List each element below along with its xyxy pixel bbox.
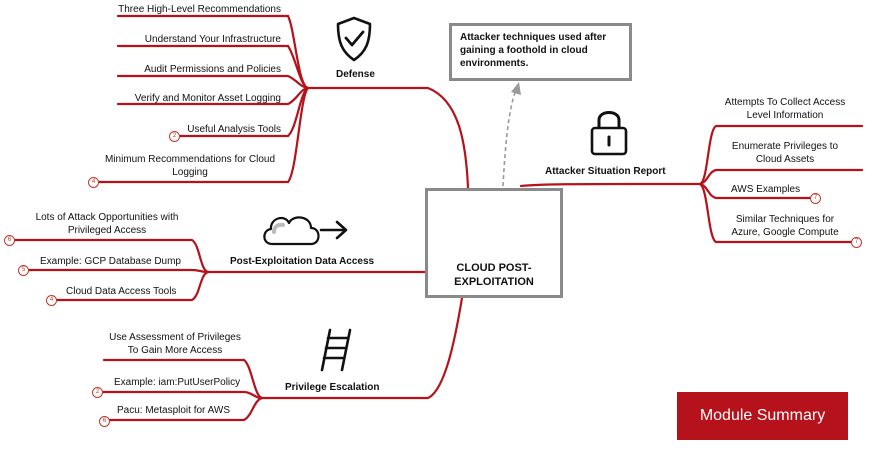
situation-item-2-line2: Cloud Assets (755, 154, 815, 165)
defense-item-5-badge: 2 (169, 131, 180, 142)
esc-item-3: Pacu: Metasploit for AWS (117, 405, 231, 416)
connector-situation-2 (698, 168, 864, 186)
data-item-3: Cloud Data Access Tools (66, 286, 177, 297)
situation-item-2-line1: Enumerate Privileges to (731, 141, 839, 152)
connector-data-2 (22, 268, 210, 274)
situation-item-4-line1: Similar Techniques for (735, 214, 835, 225)
defense-item-1: Three High-Level Recommendations (118, 4, 281, 15)
callout-arrow (502, 89, 517, 187)
branch-defense-title: Defense (336, 69, 375, 80)
esc-item-3-badge: 6 (99, 416, 110, 427)
defense-item-5: Useful Analysis Tools (187, 124, 281, 135)
data-item-2: Example: GCP Database Dump (40, 256, 181, 267)
connector-situation-1 (698, 124, 864, 186)
data-item-1: Lots of Attack Opportunities with Privil… (18, 211, 196, 237)
defense-item-6-badge: 4 (88, 177, 99, 188)
connector-situation-4 (698, 182, 854, 244)
cloud-arrow-icon (263, 216, 348, 246)
situation-item-4-line2: Azure, Google Compute (731, 227, 839, 238)
situation-item-1-line2: Level Information (746, 110, 824, 121)
defense-item-3: Audit Permissions and Policies (144, 64, 281, 75)
connector-defense-1 (116, 14, 310, 90)
branch-situation-title: Attacker Situation Report (545, 166, 666, 177)
callout-arrow-head (511, 82, 521, 95)
situation-item-3: AWS Examples (731, 184, 801, 195)
data-item-1-line2: Privileged Access (67, 225, 147, 236)
situation-item-2: Enumerate Privileges to Cloud Assets (708, 140, 862, 166)
data-item-3-badge: 4 (46, 295, 57, 306)
connector-defense-3 (116, 74, 310, 90)
defense-item-4: Verify and Monitor Asset Logging (134, 93, 281, 104)
ladder-icon (320, 328, 352, 372)
connector-defense-6 (96, 86, 310, 184)
connector-esc-1 (102, 358, 264, 400)
connector-data-3 (50, 270, 210, 302)
defense-item-6-line2: Logging (172, 167, 208, 178)
esc-item-1: Use Assessment of Privileges To Gain Mor… (100, 331, 250, 357)
center-title: CLOUD POST-EXPLOITATION (454, 262, 534, 288)
defense-item-2: Understand Your Infrastructure (144, 34, 281, 45)
data-item-1-line1: Lots of Attack Opportunities with (35, 212, 179, 223)
situation-item-4: Similar Techniques for Azure, Google Com… (708, 213, 862, 239)
padlock-icon (590, 111, 628, 156)
branch-defense-trunk (306, 86, 470, 190)
connector-esc-3 (104, 396, 264, 422)
connector-esc-2 (96, 390, 264, 400)
data-item-2-badge: 5 (18, 265, 29, 276)
situation-item-1-line1: Attempts To Collect Access (724, 97, 846, 108)
data-item-1-badge: 6 (4, 235, 15, 246)
esc-item-1-line2: To Gain More Access (127, 345, 223, 356)
branch-data-access-title: Post-Exploitation Data Access (230, 256, 375, 267)
branch-escalation-title: Privilege Escalation (285, 382, 380, 393)
branch-escalation-trunk (260, 296, 464, 400)
situation-item-3-badge: 7 (810, 193, 821, 204)
esc-item-1-line1: Use Assessment of Privileges (109, 332, 241, 343)
shield-check-icon (336, 16, 372, 62)
defense-item-6: Minimum Recommendations for Cloud Loggin… (90, 153, 290, 179)
callout-note: Attacker techniques used after gaining a… (449, 23, 632, 81)
module-summary-button[interactable]: Module Summary (677, 392, 848, 440)
situation-item-4-badge: 7 (851, 237, 862, 248)
center-node: CLOUD POST-EXPLOITATION (425, 188, 563, 298)
branch-situation-trunk (519, 182, 702, 188)
connector-data-1 (12, 238, 210, 274)
defense-item-6-line1: Minimum Recommendations for Cloud (104, 154, 276, 165)
situation-item-1: Attempts To Collect Access Level Informa… (708, 96, 862, 122)
esc-item-2: Example: iam:PutUserPolicy (114, 377, 241, 388)
esc-item-2-badge: 2 (92, 387, 103, 398)
